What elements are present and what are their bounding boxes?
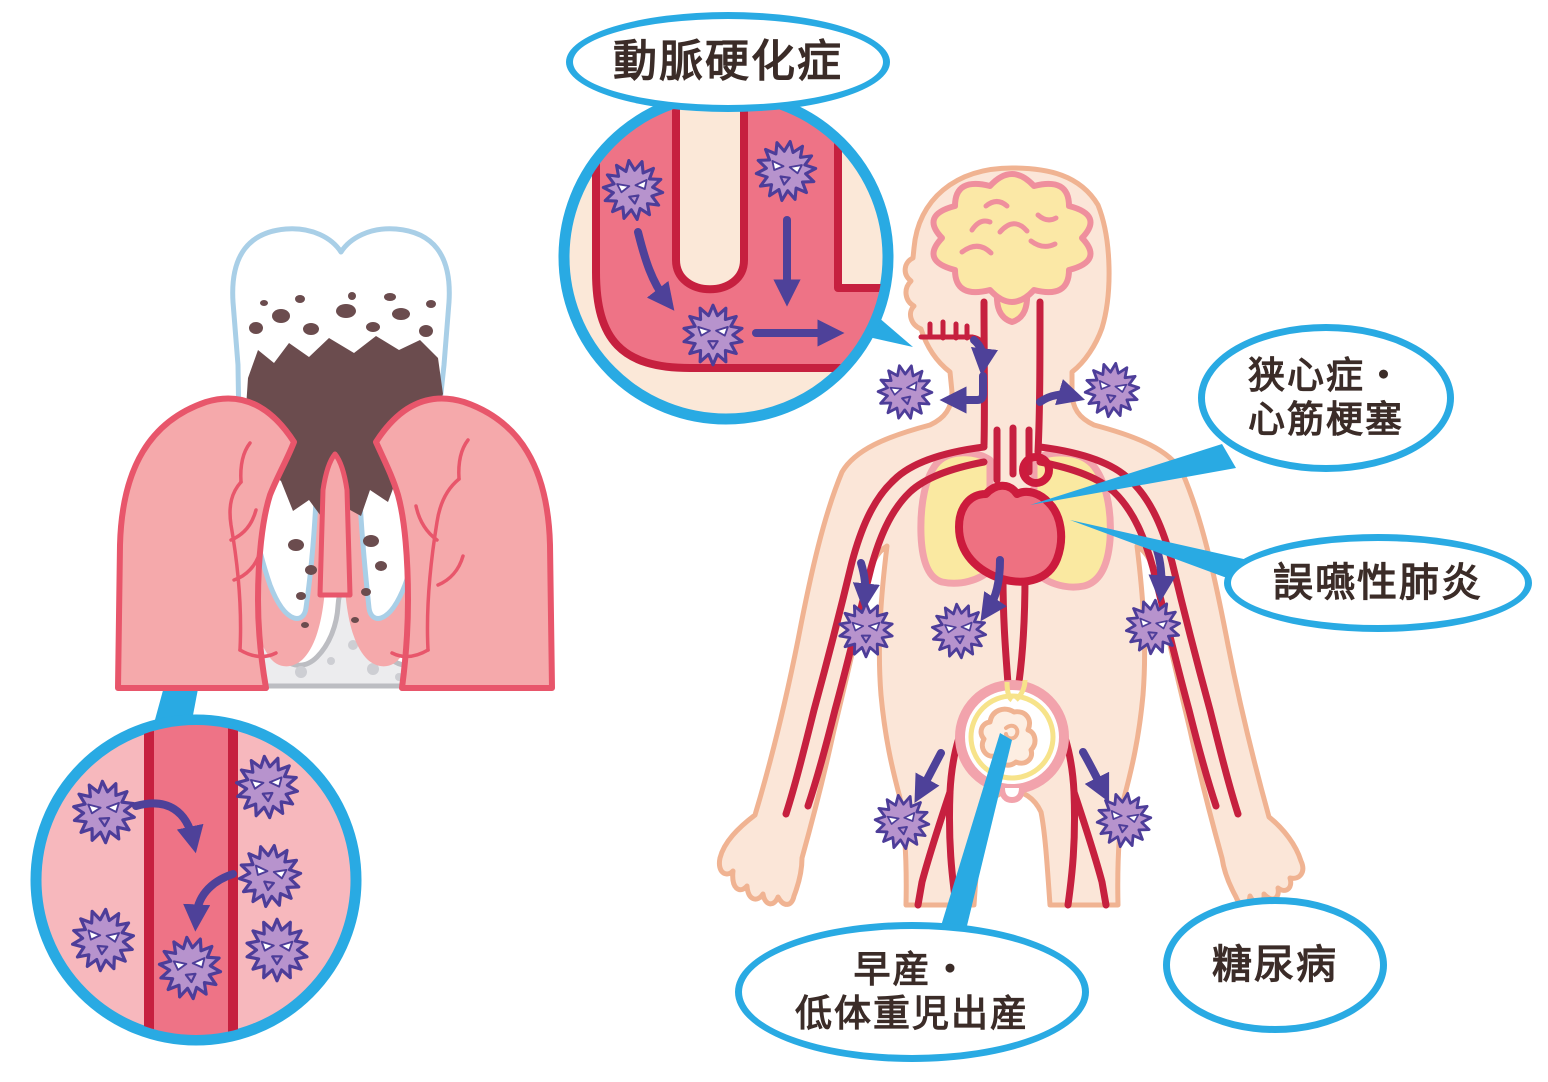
gum-blood-vessels: [228, 438, 470, 659]
label-text: 早産・: [853, 948, 971, 990]
pointer-to-fetus: [941, 733, 1012, 934]
gum-right: [373, 395, 555, 691]
bacteria-entry-arrow: [183, 870, 237, 932]
blood-flow-arrow: [634, 228, 675, 311]
artery-closeup-circle: [558, 89, 913, 425]
gum-papilla: [317, 451, 353, 598]
label-text: 糖尿病: [1212, 943, 1338, 987]
gum-vessel-closeup-circle: [30, 714, 362, 1046]
label-text: 低体重児出産: [795, 993, 1029, 1034]
heart-icon: [955, 453, 1066, 586]
pointer-to-lung: [1070, 520, 1254, 588]
brain-icon: [930, 171, 1094, 325]
label-text: 狭心症・: [1248, 354, 1404, 396]
label-diabetes: 糖尿病: [1163, 897, 1387, 1033]
body-illustration: [716, 165, 1306, 909]
pointer-to-heart: [1030, 444, 1236, 505]
uterus-icon: [955, 679, 1069, 804]
tooth-illustration: [115, 226, 555, 752]
label-angina-myocardial-infarction: 狭心症・ 心筋梗塞: [1198, 324, 1454, 472]
bacteria-icon: [1080, 358, 1144, 422]
callout-pointers: [941, 444, 1254, 934]
label-text: 動脈硬化症: [613, 36, 843, 86]
bacteria-entry-arrow: [132, 799, 204, 854]
gum-left: [115, 395, 297, 691]
bacteria-flow-arrows: [852, 336, 1176, 803]
label-arteriosclerosis: 動脈硬化症: [566, 12, 890, 112]
label-text: 誤嚥性肺炎: [1273, 561, 1483, 605]
label-text: 心筋梗塞: [1248, 399, 1404, 440]
label-premature-birth: 早産・ 低体重児出産: [735, 922, 1089, 1062]
label-aspiration-pneumonia: 誤嚥性肺炎: [1224, 534, 1532, 632]
bacteria-icon: [872, 358, 938, 426]
